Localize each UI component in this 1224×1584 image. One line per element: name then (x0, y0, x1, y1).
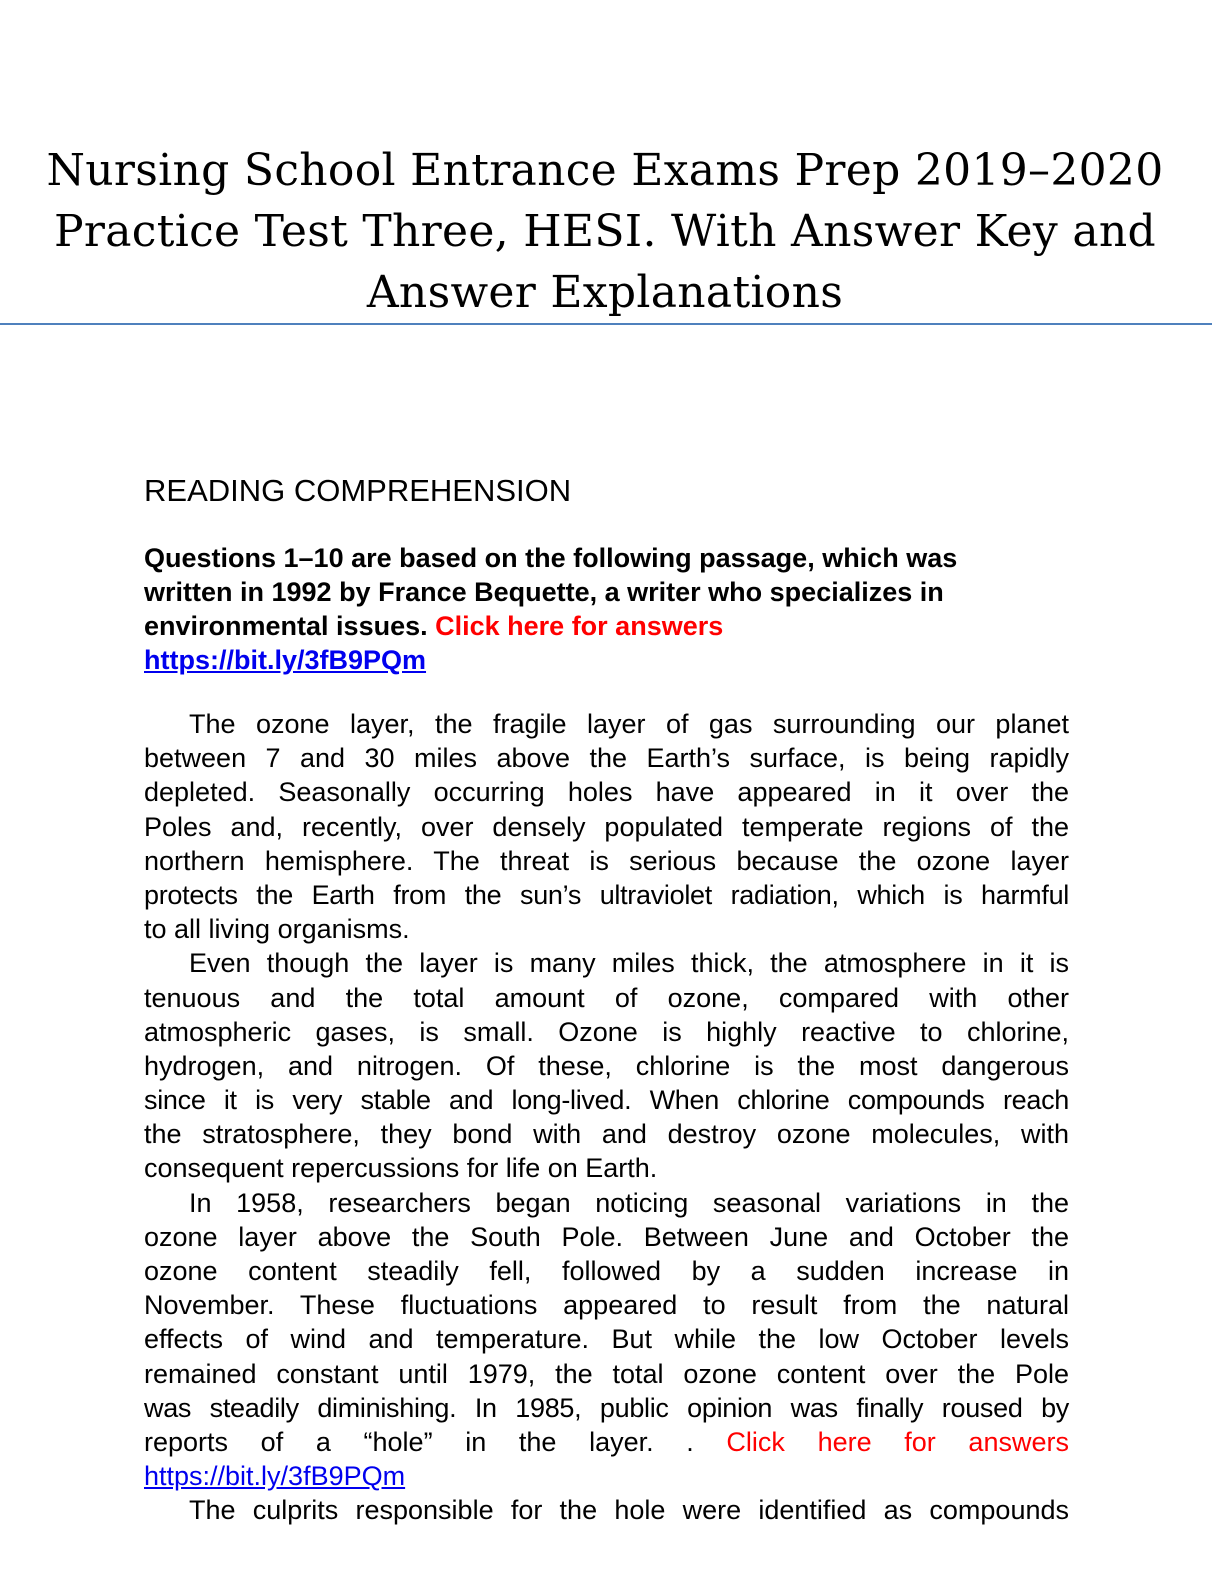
passage-line: ozone content steadily fell, followed by… (144, 1256, 1069, 1286)
title-divider (0, 323, 1212, 325)
passage-line: northern hemisphere. The threat is serio… (144, 845, 1069, 876)
passage-intro: Questions 1–10 are based on the followin… (144, 541, 1074, 677)
document-title: Nursing School Entrance Exams Prep 2019–… (0, 140, 1210, 323)
passage-line: https://bit.ly/3fB9PQm (144, 1459, 1069, 1493)
passage-line: depleted. Seasonally occurring holes hav… (144, 777, 1069, 808)
passage-line: November. These fluctuations appeared to… (144, 1290, 1069, 1321)
title-line-1: Nursing School Entrance Exams Prep 2019–… (46, 145, 1164, 196)
passage-line: In 1958, researchers began noticing seas… (189, 1187, 1069, 1218)
passage-line: effects of wind and temperature. But whi… (144, 1324, 1069, 1355)
answers-link-text[interactable]: Click here for answers (435, 611, 724, 641)
passage-line: Even though the layer is many miles thic… (189, 948, 1069, 979)
passage-line: The culprits responsible for the hole we… (189, 1495, 1069, 1526)
title-line-3: Answer Explanations (366, 267, 844, 318)
passage-line: between 7 and 30 miles above the Earth’s… (144, 743, 1069, 774)
passage-line: reports of a “hole” in the layer. . Clic… (144, 1425, 1069, 1459)
passage-line: to all living organisms. (144, 914, 410, 945)
passage-line: protects the Earth from the sun’s ultrav… (144, 879, 1069, 910)
answers-link-text[interactable]: Click here for answers (726, 1426, 1069, 1457)
passage-line: The ozone layer, the fragile layer of ga… (189, 709, 1069, 739)
passage-line: hydrogen, and nitrogen. Of these, chlori… (144, 1050, 1069, 1081)
passage-line: the stratosphere, they bond with and des… (144, 1119, 1069, 1150)
answers-url-link[interactable]: https://bit.ly/3fB9PQm (144, 1461, 406, 1492)
section-heading: READING COMPREHENSION (144, 473, 572, 508)
passage-line: ozone layer above the South Pole. Betwee… (144, 1221, 1069, 1252)
passage-line: since it is very stable and long-lived. … (144, 1085, 1069, 1116)
passage-line: tenuous and the total amount of ozone, c… (144, 982, 1069, 1013)
intro-line: https://bit.ly/3fB9PQm (144, 643, 1074, 677)
passage-text: reports of a “hole” in the layer. . (144, 1426, 694, 1457)
intro-line: Questions 1–10 are based on the followin… (144, 543, 958, 573)
intro-line: environmental issues. Click here for ans… (144, 609, 1074, 643)
title-line-2: Practice Test Three, HESI. With Answer K… (54, 206, 1156, 257)
intro-text: environmental issues. (144, 611, 428, 641)
passage-line: remained constant until 1979, the total … (144, 1358, 1069, 1389)
answers-url-link[interactable]: https://bit.ly/3fB9PQm (144, 645, 427, 675)
reading-passage: The ozone layer, the fragile layer of ga… (144, 707, 1069, 1528)
passage-line: atmospheric gases, is small. Ozone is hi… (144, 1016, 1069, 1047)
intro-line: written in 1992 by France Bequette, a wr… (144, 577, 944, 607)
passage-line: was steadily diminishing. In 1985, publi… (144, 1392, 1069, 1423)
passage-line: consequent repercussions for life on Ear… (144, 1153, 658, 1184)
passage-line: Poles and, recently, over densely popula… (144, 811, 1069, 842)
